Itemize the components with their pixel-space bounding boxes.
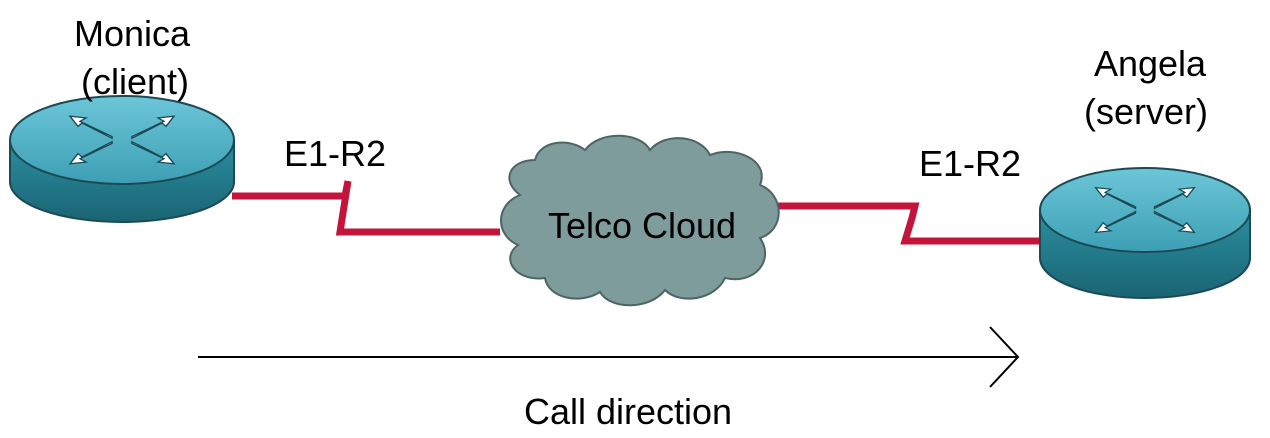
left-router-role: (client) <box>81 61 189 102</box>
cloud-icon <box>500 134 780 307</box>
left-link <box>232 180 500 236</box>
right-router-name: Angela <box>1094 43 1207 84</box>
arrow-right-icon <box>198 326 1020 388</box>
router-icon <box>1039 167 1251 299</box>
left-router-name: Monica <box>74 13 191 54</box>
right-link <box>765 202 1042 245</box>
router-icon <box>9 95 235 223</box>
direction-label: Call direction <box>524 391 732 432</box>
right-link-label: E1-R2 <box>919 143 1021 184</box>
cloud-label: Telco Cloud <box>548 205 736 246</box>
right-router-role: (server) <box>1084 91 1208 132</box>
left-link-label: E1-R2 <box>284 133 386 174</box>
